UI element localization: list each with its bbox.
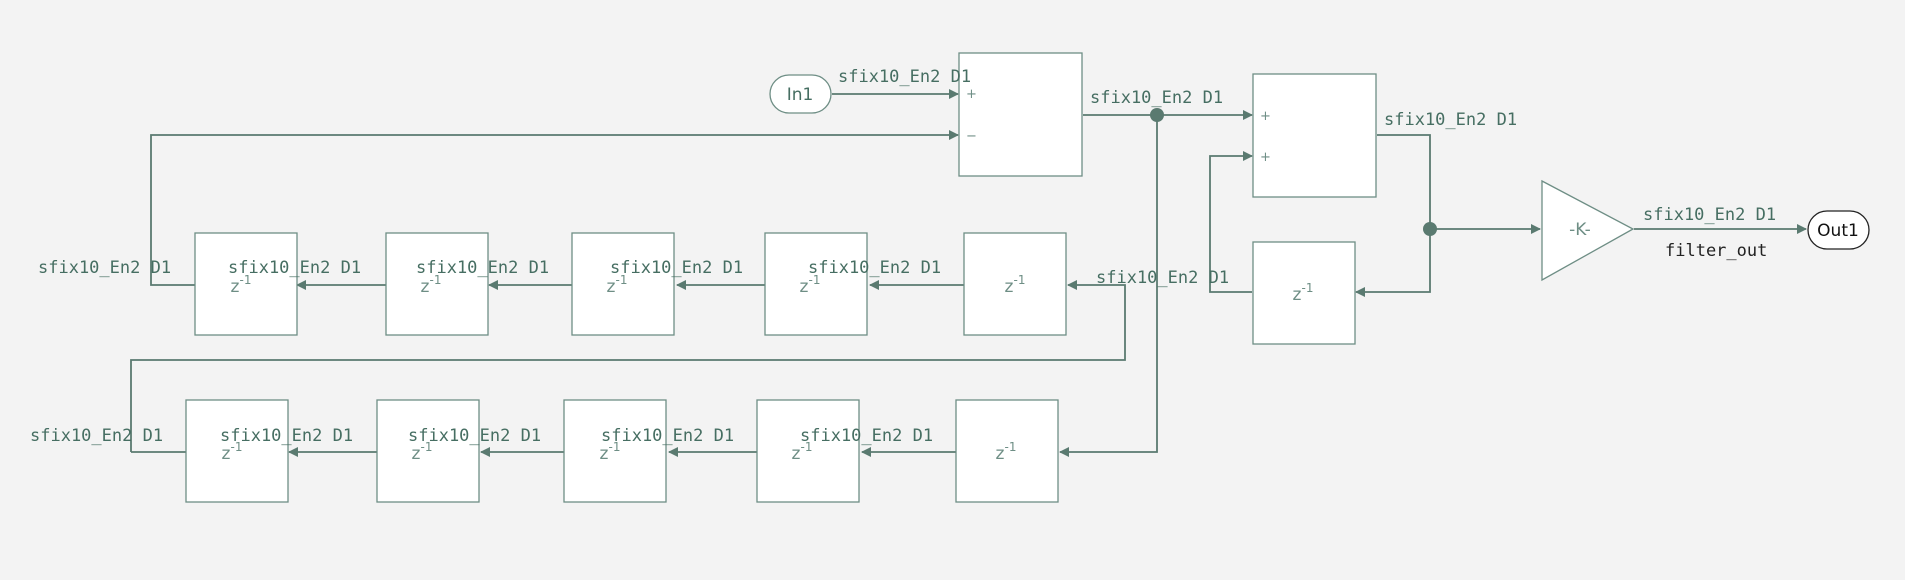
- delay-block-lower-3[interactable]: [563, 399, 667, 503]
- signal-label-upper-2: sfix10_En2 D1: [228, 258, 361, 278]
- delay-lower-1-label: z-1: [222, 440, 243, 464]
- signal-label-sum2-out: sfix10_En2 D1: [1384, 110, 1517, 130]
- delay-feedback-label: z-1: [1293, 281, 1314, 305]
- delay-block-upper-5[interactable]: [963, 232, 1067, 336]
- wire-sum2-to-gain[interactable]: [1377, 134, 1541, 234]
- sum2-plus-sign-1: +: [1260, 109, 1271, 124]
- delay-lower-4-label: z-1: [792, 440, 813, 464]
- outport-out1[interactable]: [1807, 210, 1870, 250]
- signal-label-in1: sfix10_En2 D1: [838, 67, 971, 87]
- wire-lower-loop-to-upper-chain[interactable]: [130, 280, 1126, 452]
- delay-lower-3-label: z-1: [600, 440, 621, 464]
- signal-label-lower-1: sfix10_En2 D1: [30, 426, 163, 446]
- wire-chain-to-sum1-minus[interactable]: [150, 130, 959, 286]
- delay-block-lower-1[interactable]: [185, 399, 289, 503]
- delay-upper-5-label: z-1: [1005, 273, 1026, 297]
- delay-block-upper-1[interactable]: [194, 232, 298, 336]
- signal-label-gain-out: sfix10_En2 D1: [1643, 205, 1776, 225]
- signal-label-upper-4: sfix10_En2 D1: [610, 258, 743, 278]
- signal-label-lower-5: sfix10_En2 D1: [800, 426, 933, 446]
- gain-block[interactable]: [1541, 179, 1635, 282]
- delay-block-lower-2[interactable]: [376, 399, 480, 503]
- signal-label-upper-5: sfix10_En2 D1: [808, 258, 941, 278]
- junction-dot-sum2: [1423, 222, 1437, 236]
- delay-upper-2-label: z-1: [421, 273, 442, 297]
- delay-upper-3-label: z-1: [607, 273, 628, 297]
- delay-upper-1-label: z-1: [231, 273, 252, 297]
- signal-label-lower-4: sfix10_En2 D1: [601, 426, 734, 446]
- sum1-minus-sign: −: [966, 129, 977, 144]
- gain-label: -K-: [1569, 220, 1591, 240]
- wire-junction2-to-delay[interactable]: [1355, 229, 1431, 297]
- signal-label-lower-2: sfix10_En2 D1: [220, 426, 353, 446]
- delay-block-lower-5[interactable]: [955, 399, 1059, 503]
- sum2-plus-sign-2: +: [1260, 150, 1271, 165]
- signal-label-upper-chain-in: sfix10_En2 D1: [1096, 268, 1229, 288]
- delay-lower-2-label: z-1: [412, 440, 433, 464]
- signal-label-lower-3: sfix10_En2 D1: [408, 426, 541, 446]
- delay-block-upper-4[interactable]: [764, 232, 868, 336]
- junction-dot-sum1: [1150, 108, 1164, 122]
- delay-block-upper-3[interactable]: [571, 232, 675, 336]
- inport-in1-label: In1: [787, 85, 814, 105]
- delay-upper-4-label: z-1: [800, 273, 821, 297]
- signal-label-upper-3: sfix10_En2 D1: [416, 258, 549, 278]
- wire-feedback-to-sum2[interactable]: [1209, 151, 1253, 293]
- sum-block-1[interactable]: [958, 52, 1083, 177]
- wire-junction1-down[interactable]: [1059, 115, 1158, 457]
- signal-label-upper-1: sfix10_En2 D1: [38, 258, 171, 278]
- outport-out1-label: Out1: [1817, 221, 1859, 241]
- signal-label-sum1-out: sfix10_En2 D1: [1090, 88, 1223, 108]
- delay-block-lower-4[interactable]: [756, 399, 860, 503]
- delay-lower-5-label: z-1: [996, 440, 1017, 464]
- delay-block-feedback[interactable]: [1252, 241, 1356, 345]
- sum-block-2[interactable]: [1252, 73, 1377, 198]
- inport-in1[interactable]: [769, 74, 832, 114]
- delay-block-upper-2[interactable]: [385, 232, 489, 336]
- output-signal-name: filter_out: [1665, 241, 1767, 261]
- sum1-plus-sign: +: [966, 87, 977, 102]
